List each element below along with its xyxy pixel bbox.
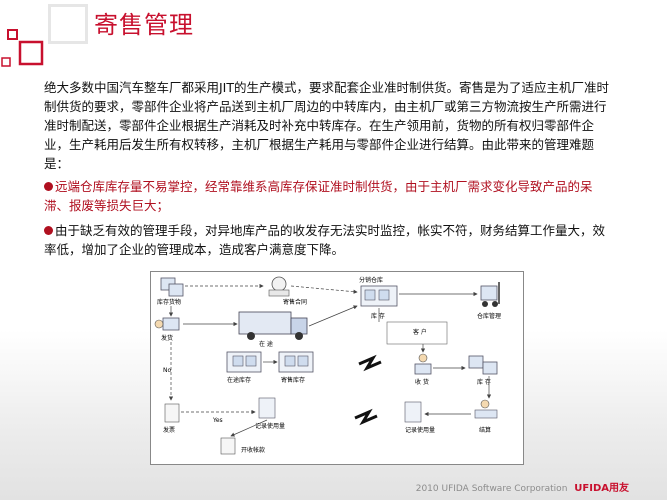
label-invoice: 开收帐款 (241, 446, 265, 454)
label-no: No (163, 367, 171, 374)
label-transit-stock: 在途库存 (227, 376, 251, 384)
bullet-dot-icon (44, 226, 53, 235)
slide-body: 绝大多数中国汽车整车厂都采用JIT的生产模式，要求配套企业准时制供货。寄售是为了… (44, 78, 616, 259)
bullet-item-1: 远端仓库库存量不易掌控，经常靠维系高库存保证准时制供货，由于主机厂需求变化导致产… (44, 177, 616, 215)
customer-box (386, 321, 448, 345)
transit-stock-icon (226, 351, 262, 373)
bullet-text-1: 远端仓库库存量不易掌控，经常靠维系高库存保证准时制供货，由于主机厂需求变化导致产… (44, 179, 593, 213)
label-receive: 收 货 (415, 378, 429, 386)
label-consign-contract: 寄售合同 (283, 298, 307, 306)
diagram-canvas: 库存货物 寄售合同 分销仓库 库 存 仓库管理 发货 在 途 (154, 276, 501, 455)
bullet-item-2: 由于缺乏有效的管理手段，对异地库产品的收发存无法实时监控，帐实不符，财务结算工作… (44, 221, 616, 259)
contract-document-icon (268, 276, 290, 297)
inventory-goods-icon (160, 277, 184, 297)
branch-warehouse-icon (360, 285, 398, 307)
label-customer: 客 户 (413, 328, 427, 336)
label-ship-doc: 发票 (163, 426, 175, 434)
ship-goods-icon (154, 317, 180, 331)
label-branch-warehouse: 分销仓库 (359, 276, 383, 284)
logo-squares-decoration (1, 4, 88, 67)
receivable-document-icon (220, 437, 236, 455)
label-consign-stock: 寄售库存 (281, 376, 305, 384)
customer-stock-icon (468, 355, 498, 375)
label-inventory-goods: 库存货物 (157, 298, 181, 306)
bullet-dot-icon (44, 182, 53, 191)
label-in-transit: 在 途 (259, 340, 273, 348)
footer-brand-logo: UFIDA用友 (574, 483, 629, 494)
intro-paragraph: 绝大多数中国汽车整车厂都采用JIT的生产模式，要求配套企业准时制供货。寄售是为了… (44, 80, 610, 171)
label-settle: 结算 (479, 426, 491, 434)
lightning-icon (358, 354, 382, 372)
settlement-icon (474, 399, 498, 419)
truck-icon (238, 311, 308, 340)
forklift-icon (480, 282, 500, 307)
bullet-text-2: 由于缺乏有效的管理手段，对异地库产品的收发存无法实时监控，帐实不符，财务结算工作… (44, 223, 606, 257)
receive-goods-icon (414, 353, 432, 375)
label-usage-record-2: 记录使用量 (405, 426, 435, 434)
lightning-icon (354, 408, 378, 426)
flow-arrows (168, 283, 492, 437)
label-cust-stock: 库 存 (477, 378, 491, 386)
footer-copyright: 2010 UFIDA Software Corporation (415, 484, 568, 494)
consign-stock-icon (278, 351, 314, 373)
invoice-document-icon (164, 403, 180, 423)
usage-record-document-icon (258, 397, 276, 419)
label-warehouse-stock: 库 存 (371, 312, 385, 320)
label-usage-record: 记录使用量 (255, 422, 285, 430)
label-yes: Yes (212, 417, 223, 424)
consignment-flow-diagram: 库存货物 寄售合同 分销仓库 库 存 仓库管理 发货 在 途 (150, 271, 524, 465)
usage-record2-document-icon (404, 401, 422, 423)
label-warehouse-mgmt: 仓库管理 (477, 312, 501, 320)
slide-footer: 2010 UFIDA Software Corporation UFIDA用友 (416, 479, 629, 494)
label-ship: 发货 (161, 334, 173, 342)
slide-title: 寄售管理 (94, 11, 194, 39)
